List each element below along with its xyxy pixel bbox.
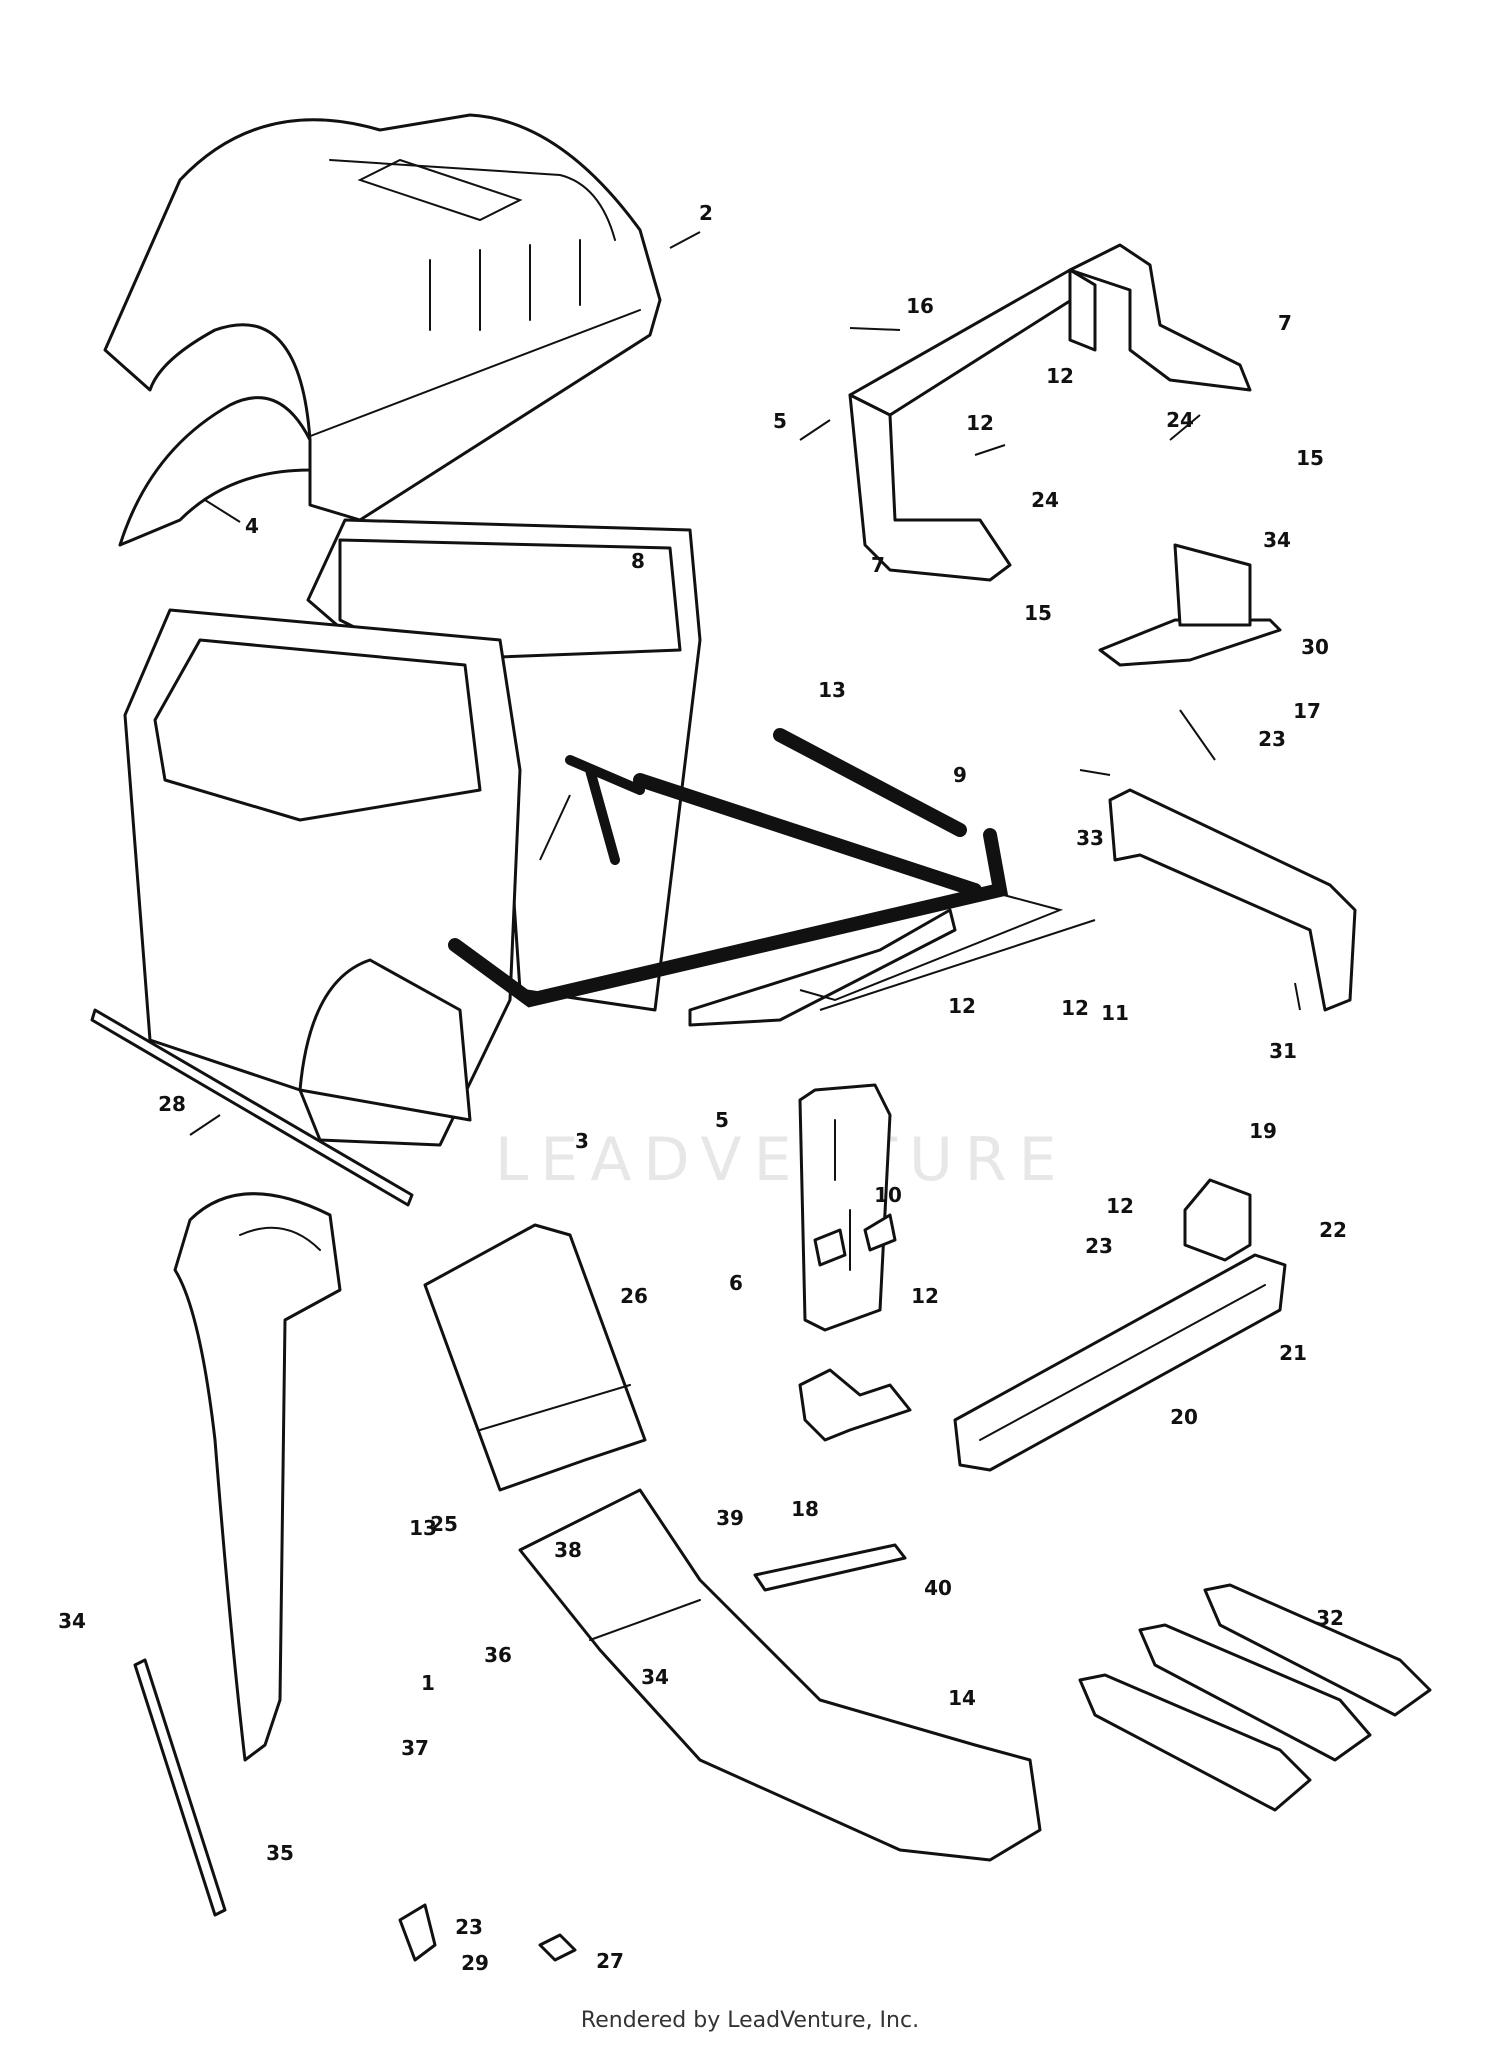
- callout: 1: [421, 1671, 435, 1695]
- grass-bag-left: [123, 608, 522, 1147]
- callout-labels: 13 1 2 3 4 5 5 6 7 7 8 9 10 11 12 12 12 …: [58, 201, 1347, 1975]
- callout: 2: [699, 201, 713, 225]
- rendered-by-footer: Rendered by LeadVenture, Inc.: [580, 2008, 920, 2033]
- callout: 7: [1278, 311, 1292, 335]
- callout: 34: [1263, 528, 1291, 552]
- callout: 24: [1166, 408, 1194, 432]
- callout: 16: [906, 294, 934, 318]
- callout: 23: [1258, 727, 1286, 751]
- callout: 11: [1101, 1001, 1129, 1025]
- callout: 4: [245, 514, 259, 538]
- callout: 33: [1076, 826, 1104, 850]
- callout: 35: [266, 1841, 294, 1865]
- hitch-bracket: [848, 243, 1252, 582]
- callout: 37: [401, 1736, 429, 1760]
- callout: 13: [409, 1516, 437, 1540]
- callout: 13: [818, 678, 846, 702]
- hinge-clip: [398, 1903, 437, 1962]
- strap-rod: [90, 1008, 414, 1207]
- callout: 31: [1269, 1039, 1297, 1063]
- callout: 9: [953, 763, 967, 787]
- callout: 34: [58, 1609, 86, 1633]
- callout: 34: [641, 1665, 669, 1689]
- small-clip: [538, 1933, 577, 1962]
- callout: 24: [1031, 488, 1059, 512]
- bumper-assembly: [798, 1178, 1287, 1472]
- callout: 14: [948, 1686, 976, 1710]
- callout: 27: [596, 1949, 624, 1973]
- callout: 12: [948, 994, 976, 1018]
- callout: 39: [716, 1506, 744, 1530]
- callout: 23: [1085, 1234, 1113, 1258]
- callout: 28: [158, 1092, 186, 1116]
- callout: 38: [554, 1538, 582, 1562]
- callout: 26: [620, 1284, 648, 1308]
- latch-strap: [753, 1543, 907, 1592]
- callout: 25: [430, 1512, 458, 1536]
- callout: 5: [715, 1108, 729, 1132]
- callout: 7: [871, 553, 885, 577]
- support-bracket: [798, 1083, 897, 1332]
- callout: 15: [1024, 601, 1052, 625]
- chute-upper: [423, 1223, 647, 1492]
- watermark: LEADVENTURE: [495, 1125, 1069, 1195]
- deflector-bracket: [1098, 543, 1282, 667]
- leader-lines: [189, 231, 1301, 1136]
- mower-blades: [1078, 1583, 1432, 1812]
- chute-lower: [518, 1488, 1042, 1862]
- rear-chute: [173, 1192, 342, 1762]
- callout: 12: [911, 1284, 939, 1308]
- callout: 15: [1296, 446, 1324, 470]
- callout: 12: [1106, 1194, 1134, 1218]
- bag-frame: [448, 728, 1009, 1027]
- callout: 40: [924, 1576, 952, 1600]
- latch-rod: [133, 1658, 227, 1917]
- callout: 21: [1279, 1341, 1307, 1365]
- callout: 23: [455, 1915, 483, 1939]
- callout: 36: [484, 1643, 512, 1667]
- cover-liner: [118, 396, 312, 547]
- callout: 30: [1301, 635, 1329, 659]
- callout: 20: [1170, 1405, 1198, 1429]
- callout: 12: [1046, 364, 1074, 388]
- callout: 18: [791, 1497, 819, 1521]
- frame-rod: [799, 889, 1096, 1011]
- callout: 12: [966, 411, 994, 435]
- callout: 29: [461, 1951, 489, 1975]
- mounting-plate: [1108, 788, 1357, 1012]
- callout: 19: [1249, 1119, 1277, 1143]
- callout: 17: [1293, 699, 1321, 723]
- bagger-cover: [103, 113, 662, 522]
- callout: 12: [1061, 996, 1089, 1020]
- callout: 8: [631, 549, 645, 573]
- callout: 10: [874, 1183, 902, 1207]
- callout: 6: [729, 1271, 743, 1295]
- callout: 3: [575, 1129, 589, 1153]
- callout: 32: [1316, 1606, 1344, 1630]
- callout: 22: [1319, 1218, 1347, 1242]
- callout: 5: [773, 409, 787, 433]
